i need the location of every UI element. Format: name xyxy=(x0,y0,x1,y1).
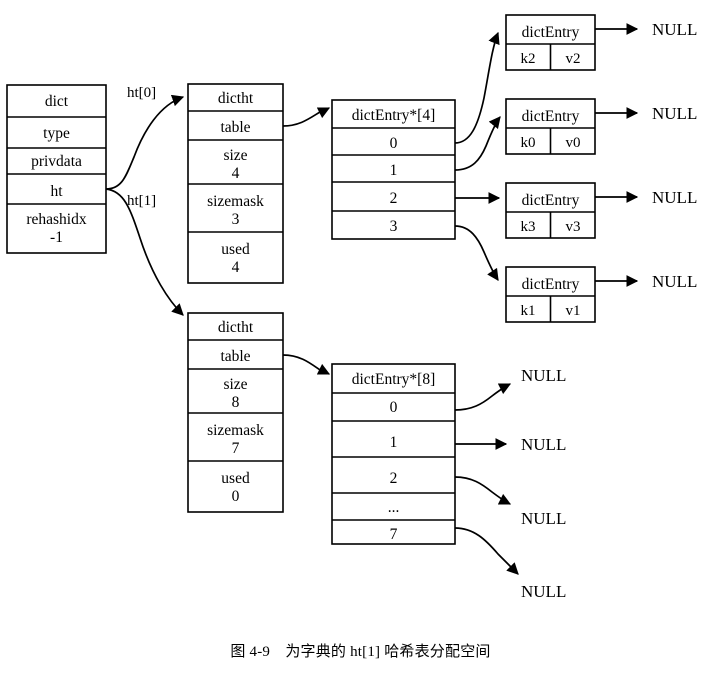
dict-field-type: type xyxy=(43,125,70,142)
null-label-k2: NULL xyxy=(652,20,697,39)
dictht-1-size-label: size xyxy=(223,376,247,393)
null-label-k0: NULL xyxy=(652,104,697,123)
bucket-array-4: dictEntry*[4] 0 1 2 3 xyxy=(331,99,456,240)
dict-field-rehashidx: rehashidx xyxy=(26,211,87,228)
bucket-4-slot-3: 3 xyxy=(390,218,398,235)
edge-slot3-to-entry-k1 xyxy=(454,225,499,281)
dictht-0-sizemask-label: sizemask xyxy=(207,193,264,210)
dict-entry-k0-key: k0 xyxy=(521,135,536,151)
dictht-1-size-value: 8 xyxy=(232,394,240,411)
dict-struct-box: dict type privdata ht rehashidx -1 xyxy=(6,84,107,254)
dictht-0-size-value: 4 xyxy=(232,165,240,182)
dict-entry-k1: dictEntry k1 v1 NULL xyxy=(505,266,697,323)
edge-slot0-to-entry-k2 xyxy=(454,31,500,144)
dict-entry-k3-title: dictEntry xyxy=(522,192,580,209)
dictht-1-sizemask-label: sizemask xyxy=(207,422,264,439)
edge-bucket8-slot7-to-null xyxy=(454,527,519,575)
dict-title: dict xyxy=(45,93,69,110)
dict-entry-k3: dictEntry k3 v3 NULL xyxy=(505,182,697,239)
dictht-1-used-label: used xyxy=(221,470,250,487)
bucket-8-slot-1: 1 xyxy=(390,434,398,451)
edge-ht1 xyxy=(105,188,184,316)
dictht-0-used-value: 4 xyxy=(232,259,240,276)
dictht-1-box: dictht table size 8 sizemask 7 used 0 xyxy=(187,312,284,513)
null-label-ht1-3: NULL xyxy=(521,582,566,601)
dictht-0-table: table xyxy=(220,119,250,136)
edge-ht1-table-to-buckets xyxy=(282,354,331,375)
dictht-0-size-label: size xyxy=(223,147,247,164)
dict-entry-k3-value: v3 xyxy=(566,219,581,235)
bucket-array-8-title: dictEntry*[8] xyxy=(352,371,436,388)
bucket-8-slot-2: 2 xyxy=(390,470,398,487)
edge-ht0 xyxy=(105,94,185,190)
dict-field-ht: ht xyxy=(50,183,63,200)
edge-slot1-to-entry-k0 xyxy=(454,116,501,171)
dict-entry-k1-key: k1 xyxy=(521,303,536,319)
dict-entry-k0: dictEntry k0 v0 NULL xyxy=(505,98,697,155)
edge-bucket8-slot2-to-null xyxy=(454,476,512,505)
dict-entry-k3-key: k3 xyxy=(521,219,536,235)
bucket-array-4-title: dictEntry*[4] xyxy=(352,107,436,124)
dict-entry-k1-title: dictEntry xyxy=(522,276,580,293)
null-label-k1: NULL xyxy=(652,272,697,291)
bucket-4-slot-2: 2 xyxy=(390,190,398,207)
dictht-1-sizemask-value: 7 xyxy=(232,440,240,457)
dict-entry-k2-key: k2 xyxy=(521,51,536,67)
dictht-0-title: dictht xyxy=(218,90,254,107)
edge-bucket8-slot0-to-null xyxy=(454,383,512,411)
dict-field-rehashidx-value: -1 xyxy=(50,229,63,246)
dictht-1-used-value: 0 xyxy=(232,488,240,505)
bucket-4-slot-0: 0 xyxy=(390,135,398,152)
bucket-4-slot-1: 1 xyxy=(390,162,398,179)
dictht-0-box: dictht table size 4 sizemask 3 used 4 xyxy=(187,83,284,284)
null-label-ht1-0: NULL xyxy=(521,366,566,385)
edge-ht0-table-to-buckets xyxy=(282,107,331,127)
dictht-1-table: table xyxy=(220,348,250,365)
bucket-array-8: dictEntry*[8] 0 1 2 ... 7 xyxy=(331,363,456,545)
label-ht0: ht[0] xyxy=(127,85,156,101)
ht-pointer-edges: ht[0] ht[1] xyxy=(105,85,185,316)
dict-entry-k2-value: v2 xyxy=(566,51,581,67)
dictht-1-title: dictht xyxy=(218,319,254,336)
dict-entry-k1-value: v1 xyxy=(566,303,581,319)
dictht-0-used-label: used xyxy=(221,241,250,258)
dict-entry-k0-value: v0 xyxy=(566,135,581,151)
dict-entry-k0-title: dictEntry xyxy=(522,108,580,125)
null-label-ht1-2: NULL xyxy=(521,509,566,528)
figure-caption: 图 4-9 为字典的 ht[1] 哈希表分配空间 xyxy=(230,644,491,660)
dict-entry-k2: dictEntry k2 v2 NULL xyxy=(505,14,697,71)
bucket-8-slot-ellipsis: ... xyxy=(388,499,400,516)
bucket-8-slot-7: 7 xyxy=(390,526,398,543)
dictht-0-sizemask-value: 3 xyxy=(232,211,240,228)
dict-field-privdata: privdata xyxy=(31,153,82,170)
bucket-8-slot-0: 0 xyxy=(390,399,398,416)
dict-entry-k2-title: dictEntry xyxy=(522,24,580,41)
label-ht1: ht[1] xyxy=(127,193,156,209)
null-label-k3: NULL xyxy=(652,188,697,207)
null-label-ht1-1: NULL xyxy=(521,435,566,454)
